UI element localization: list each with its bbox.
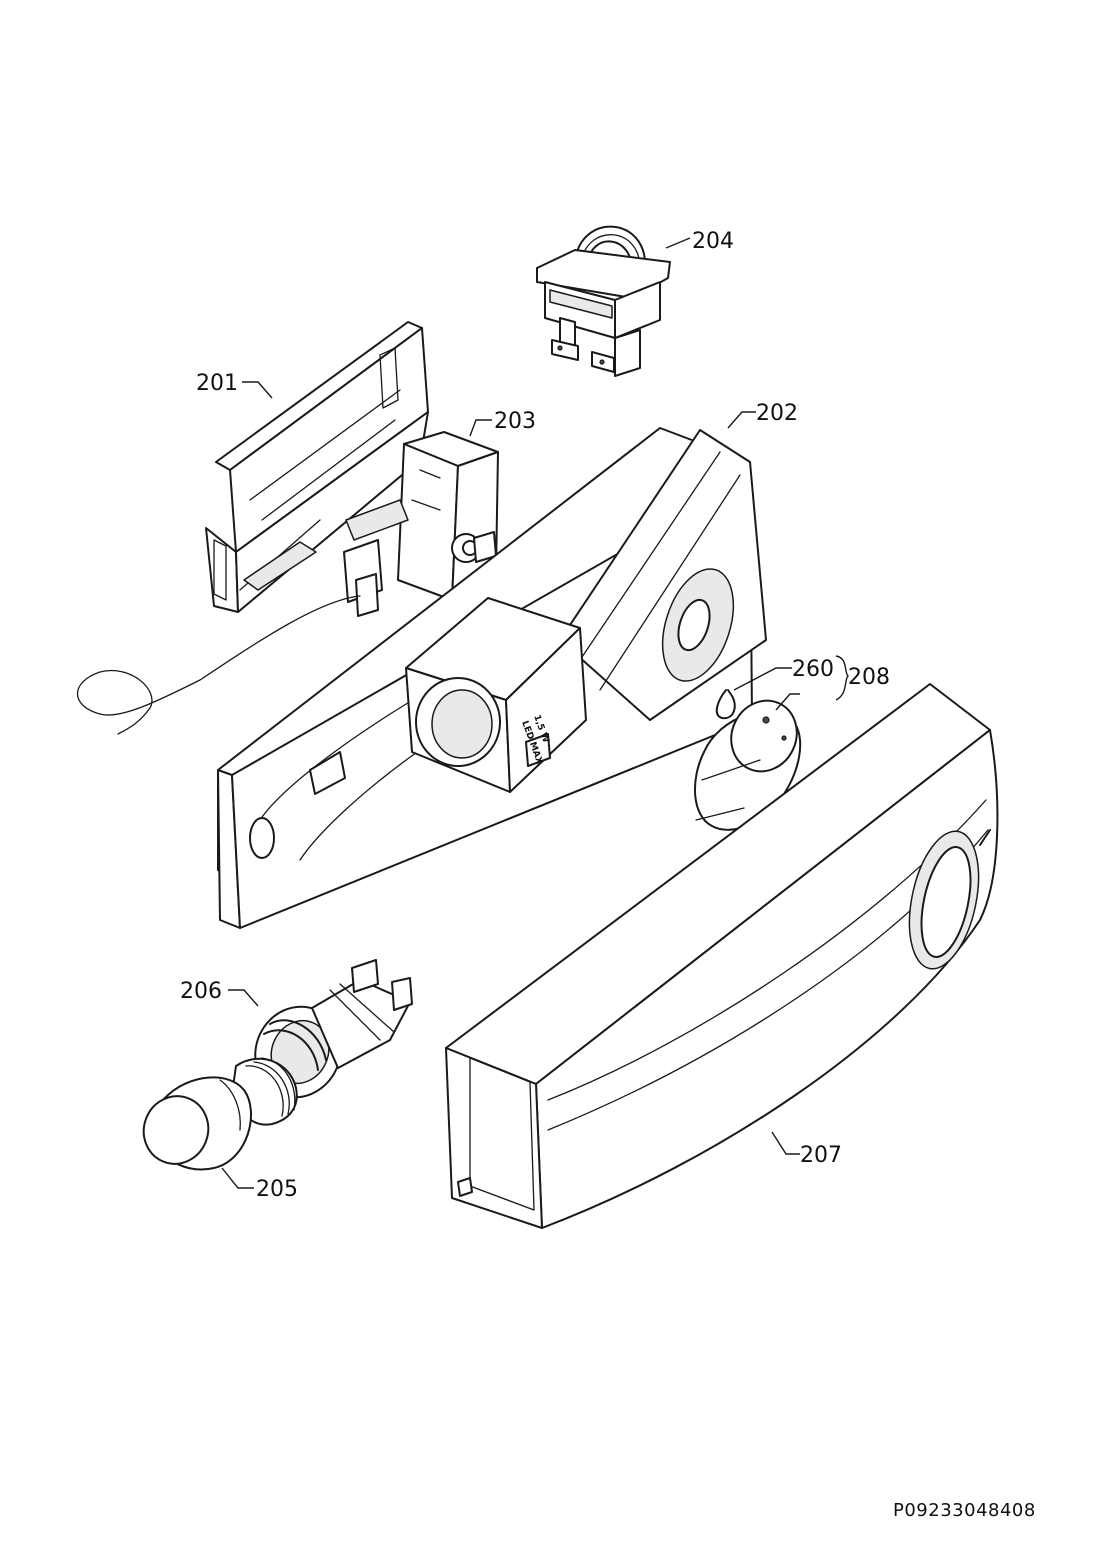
callout-201-text: 201 [196, 371, 238, 396]
callout-203-text: 203 [494, 409, 536, 434]
part-204-switch[interactable] [536, 225, 671, 377]
callout-204-text: 204 [692, 229, 734, 254]
part-207-cover[interactable] [445, 683, 999, 1229]
callout-202-text: 202 [756, 401, 798, 426]
callout-207-text: 207 [800, 1143, 842, 1168]
callout-206-text: 206 [180, 979, 222, 1004]
callout-204: 204 [665, 229, 734, 254]
callout-201: 201 [196, 371, 273, 399]
part-260-clip[interactable] [715, 689, 736, 720]
callout-202: 202 [727, 401, 798, 429]
callout-208-text: 208 [848, 665, 890, 690]
callout-260-text: 260 [792, 657, 834, 682]
drawing-number: P09233048408 [893, 1500, 1036, 1521]
part-202-housing[interactable]: LED MAX 1,5 W [217, 427, 767, 929]
part-201-bracket[interactable] [205, 321, 429, 613]
part-205-bulb[interactable] [134, 1057, 298, 1173]
callout-260: 260 [733, 657, 834, 691]
callout-207: 207 [771, 1131, 842, 1168]
callout-206: 206 [180, 979, 259, 1007]
callout-208: 208 [775, 655, 890, 711]
callout-203: 203 [469, 409, 536, 437]
callout-205: 205 [221, 1167, 298, 1202]
callout-205-text: 205 [256, 1177, 298, 1202]
